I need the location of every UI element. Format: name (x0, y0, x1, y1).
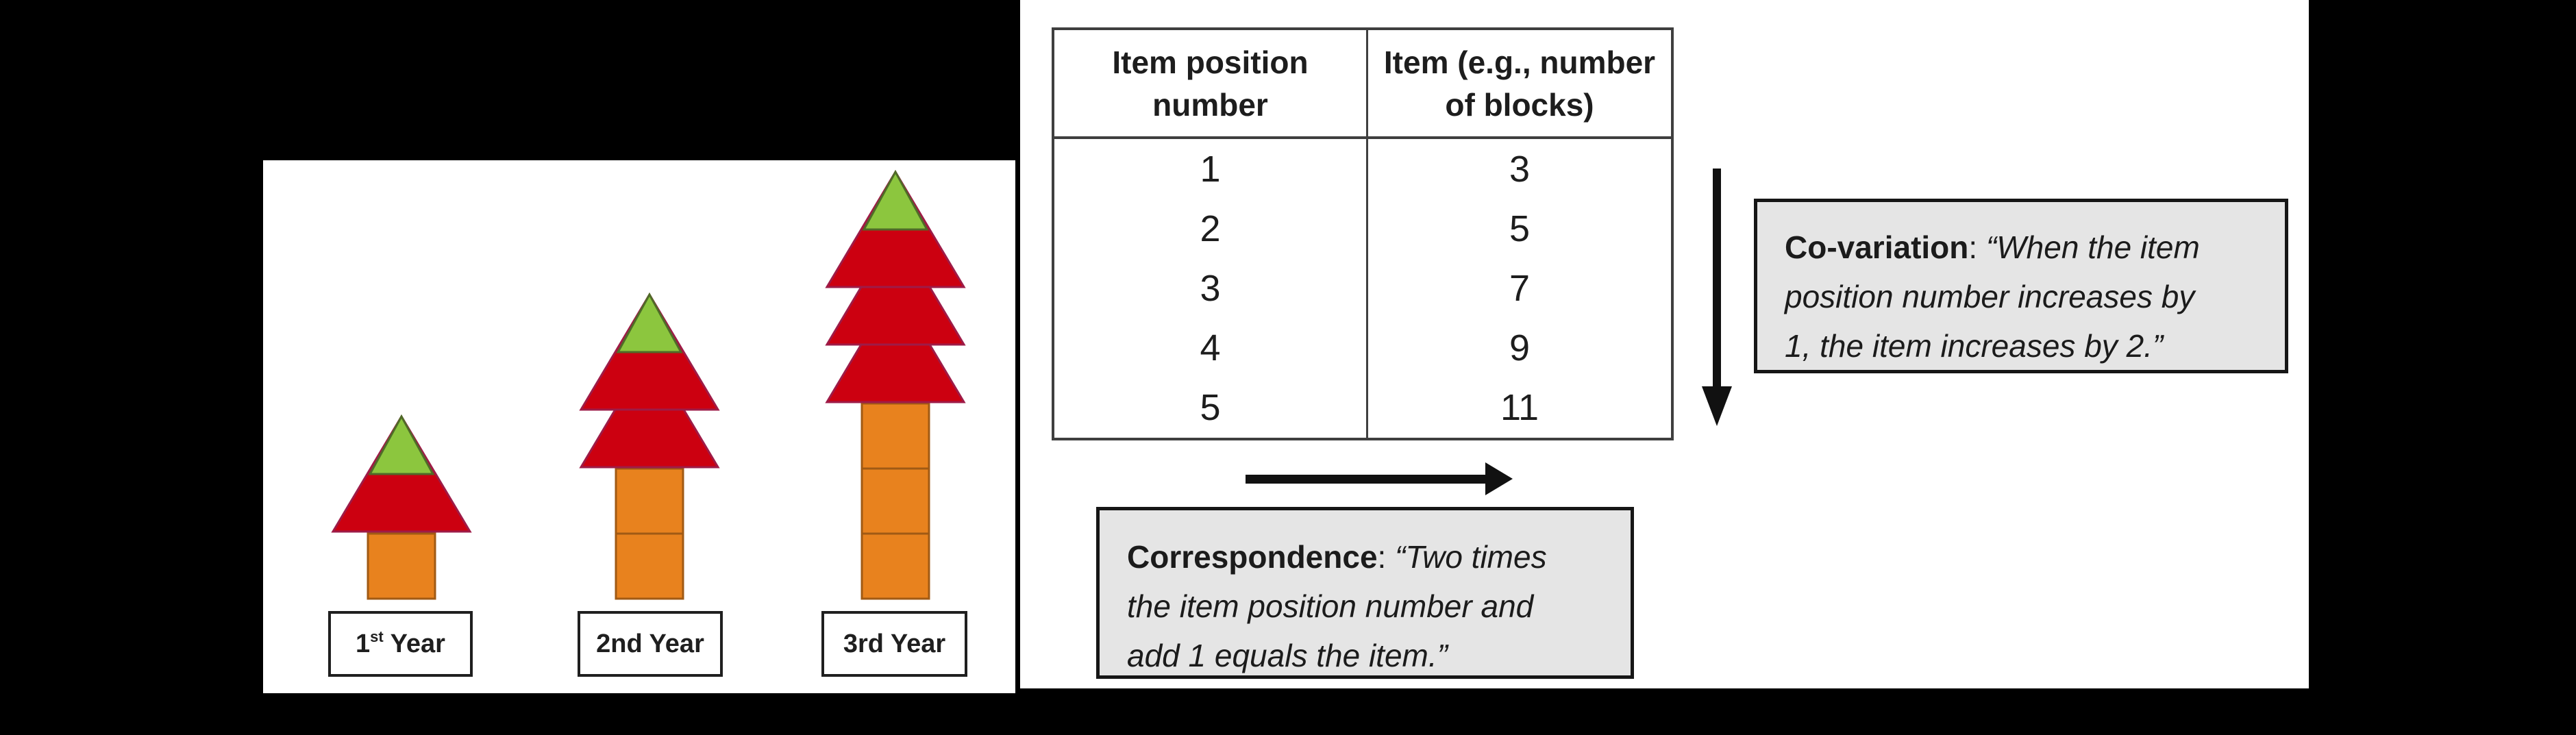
year-label-box-2: 2nd Year (578, 611, 723, 677)
correspondence-line-3: add 1 equals the item.” (1127, 638, 1448, 673)
year-label-box-1: 1st Year (328, 611, 473, 677)
year-label-2: 2nd Year (596, 629, 704, 658)
tree-pattern-panel: 1st Year 2nd Year 3rd Year (263, 160, 1015, 693)
green-top-triangle (368, 414, 435, 475)
table-cell-position: 5 (1054, 377, 1368, 438)
table-header-item: Item (e.g., number of blocks) (1368, 30, 1671, 139)
tree-figure-year-3 (825, 169, 966, 600)
covariation-line-1: Co-variation: “When the item (1785, 229, 2200, 265)
table-panel: Item position number Item (e.g., number … (1020, 0, 2309, 688)
green-top-triangle (862, 169, 929, 231)
correspondence-callout: Correspondence: “Two times the item posi… (1096, 507, 1634, 679)
trunk-block (860, 467, 930, 535)
tree-figure-year-1 (331, 414, 472, 600)
trunk-block (367, 532, 436, 600)
trunk-block (860, 402, 930, 470)
year-label-box-3: 3rd Year (821, 611, 967, 677)
covariation-line-2: position number increases by (1785, 279, 2195, 314)
trunk-block (615, 532, 684, 600)
table-cell-position: 2 (1054, 199, 1368, 259)
table-cell-position: 1 (1054, 139, 1368, 199)
trunk-block (860, 532, 930, 600)
table-cell-item: 3 (1509, 148, 1531, 190)
pattern-table: Item position number Item (e.g., number … (1052, 27, 1674, 440)
trunk-block (615, 467, 684, 535)
table-cell-position: 3 (1054, 258, 1368, 319)
table-cell-item: 11 (1500, 387, 1539, 429)
table-header-position: Item position number (1054, 30, 1368, 139)
table-cell-item: 7 (1509, 267, 1531, 309)
green-top-triangle (616, 292, 683, 353)
correspondence-line-2: the item position number and (1127, 588, 1534, 624)
down-arrow-icon (1702, 169, 1732, 426)
covariation-line-3: 1, the item increases by 2.” (1785, 328, 2164, 364)
table-cell-position: 4 (1054, 318, 1368, 378)
year-label-3: 3rd Year (843, 629, 946, 658)
right-arrow-icon (1246, 462, 1513, 495)
covariation-callout: Co-variation: “When the item position nu… (1754, 199, 2288, 373)
ordinal-superscript: st (370, 627, 384, 645)
table-cell-item: 9 (1509, 327, 1531, 369)
table-cell-item: 5 (1509, 208, 1531, 249)
tree-figure-year-2 (579, 292, 720, 600)
year-label-1: 1st Year (356, 627, 445, 658)
correspondence-line-1: Correspondence: “Two times (1127, 539, 1547, 575)
